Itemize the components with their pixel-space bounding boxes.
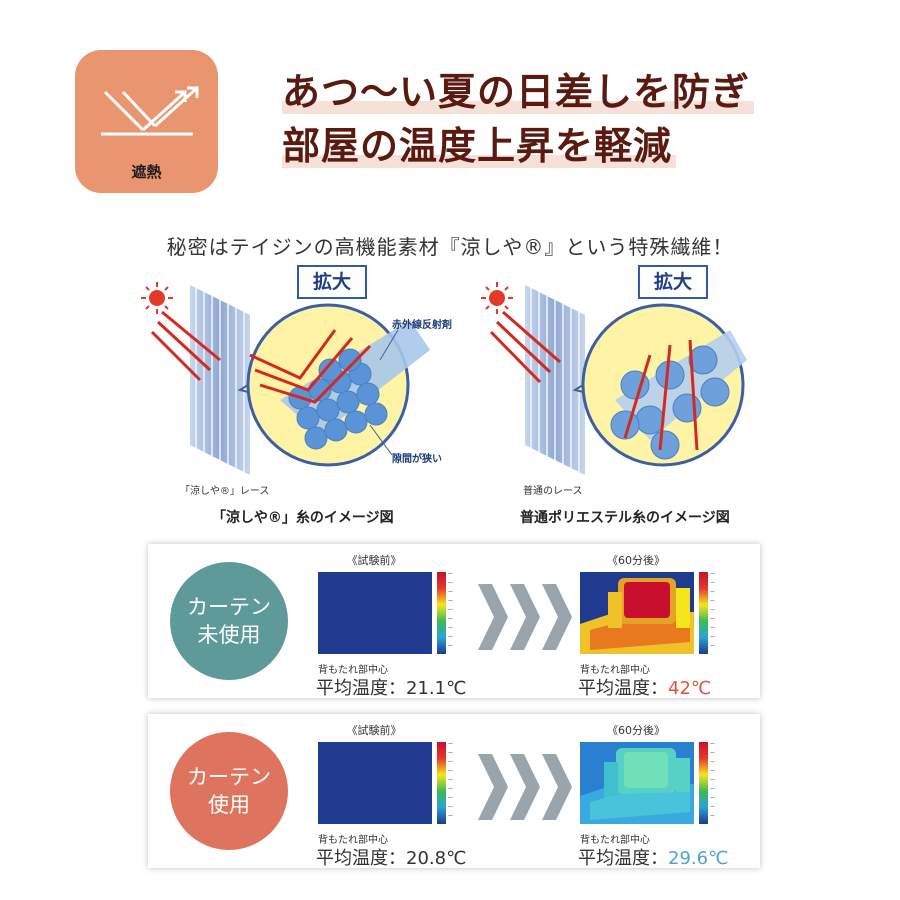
measure-spot-after: 背もたれ部中心 xyxy=(580,665,650,676)
before-label: 《試験前》 xyxy=(346,724,402,737)
avg-temp-after: 平均温度：42℃ xyxy=(578,678,712,699)
thermal-image-before xyxy=(318,742,432,824)
caption-right: 普通ポリエステル糸のイメージ図 xyxy=(520,510,730,526)
scale-ticks: ————————— xyxy=(710,741,715,819)
heat-shield-badge: 遮熱 xyxy=(75,50,218,193)
fiber-diagram-right xyxy=(481,282,747,475)
before-label: 《試験前》 xyxy=(346,554,402,567)
result-panel-with-curtain: カーテン使用 《試験前》 ————————— 《60分後》 ————————— … xyxy=(148,714,760,869)
fiber-diagram-left xyxy=(141,282,430,475)
progress-arrows-icon xyxy=(478,754,572,820)
temperature-scale xyxy=(699,742,708,824)
thermal-image-after xyxy=(580,572,694,654)
result-panel-no-curtain: カーテン未使用 《試験前》 ————————— 《60分後》 —————————… xyxy=(148,544,760,699)
avg-temp-before: 平均温度：20.8℃ xyxy=(316,848,467,869)
condition-badge: カーテン使用 xyxy=(170,732,288,850)
gap-label: 隙間が狭い xyxy=(392,454,442,465)
diagram-right: 拡大 普通のレース 普通ポリエステル糸のイメージ図 xyxy=(475,260,775,530)
zoom-label-right: 拡大 xyxy=(638,265,708,299)
after-label: 《60分後》 xyxy=(607,724,665,737)
condition-badge: カーテン未使用 xyxy=(170,562,288,680)
measure-spot-before: 背もたれ部中心 xyxy=(318,835,388,846)
condition-line-1: カーテン xyxy=(187,595,271,619)
thermal-image-before xyxy=(318,572,432,654)
scale-ticks: ————————— xyxy=(448,571,453,649)
scale-ticks: ————————— xyxy=(710,571,715,649)
headline-line-1: あつ〜い夏の日差しを防ぎ xyxy=(282,68,755,116)
lace-label-left: 「涼しや®」レース xyxy=(180,486,270,497)
subheading: 秘密はテイジンの高機能素材『涼しや®』という特殊繊維！ xyxy=(166,235,734,259)
lace-label-right: 普通のレース xyxy=(523,486,583,497)
thermal-image-after xyxy=(580,742,694,824)
condition-line-1: カーテン xyxy=(187,765,271,789)
ir-reflector-label: 赤外線反射剤 xyxy=(392,320,452,331)
measure-spot-before: 背もたれ部中心 xyxy=(318,665,388,676)
condition-line-2: 未使用 xyxy=(197,623,261,647)
caption-left: 「涼しや®」糸のイメージ図 xyxy=(212,510,394,526)
avg-temp-before: 平均温度：21.1℃ xyxy=(316,678,467,699)
after-label: 《60分後》 xyxy=(607,554,665,567)
progress-arrows-icon xyxy=(478,584,572,650)
scale-ticks: ————————— xyxy=(448,741,453,819)
temperature-scale xyxy=(437,572,446,654)
temperature-scale xyxy=(437,742,446,824)
diagram-left: 拡大 赤外線反射剤 隙間が狭い 「涼しや®」レース 「涼しや®」糸のイメージ図 xyxy=(130,260,460,530)
zoom-label-left: 拡大 xyxy=(297,265,367,299)
measure-spot-after: 背もたれ部中心 xyxy=(580,835,650,846)
temperature-scale xyxy=(699,572,708,654)
heat-reflection-icon xyxy=(101,86,199,136)
condition-line-2: 使用 xyxy=(208,793,250,817)
headline-line-2: 部屋の温度上昇を軽減 xyxy=(282,122,677,170)
avg-temp-after: 平均温度：29.6℃ xyxy=(578,848,729,869)
badge-label: 遮熱 xyxy=(131,163,162,181)
